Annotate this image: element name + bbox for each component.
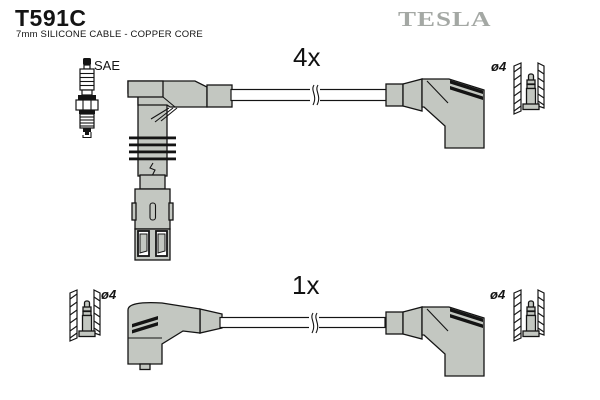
diameter-label-bottom-left: ø4 <box>101 287 117 302</box>
product-subtitle: 7mm SILICONE CABLE - COPPER CORE <box>16 29 203 40</box>
ignition-cable-icon <box>219 312 386 334</box>
page-title: T591C <box>15 5 87 31</box>
brand-logo: TESLA <box>398 7 492 31</box>
screw-on-angled-boot-icon <box>385 78 485 149</box>
top-quantity-label: 4x <box>293 42 321 72</box>
screw-on-angled-boot-icon <box>127 302 223 371</box>
spark-plug-icon <box>75 58 99 138</box>
sae-label: SAE <box>94 58 121 73</box>
ignition-cable-icon <box>230 84 390 106</box>
terminal-cross-section-icon <box>69 289 101 342</box>
screw-on-angled-boot-icon <box>385 306 485 377</box>
diameter-label-top-right: ø4 <box>491 59 507 74</box>
terminal-cross-section-icon <box>513 62 545 115</box>
plug-boot-connector-icon <box>127 80 233 261</box>
terminal-cross-section-icon <box>513 289 545 342</box>
bottom-quantity-label: 1x <box>292 270 320 300</box>
diameter-label-bottom-right: ø4 <box>490 287 506 302</box>
